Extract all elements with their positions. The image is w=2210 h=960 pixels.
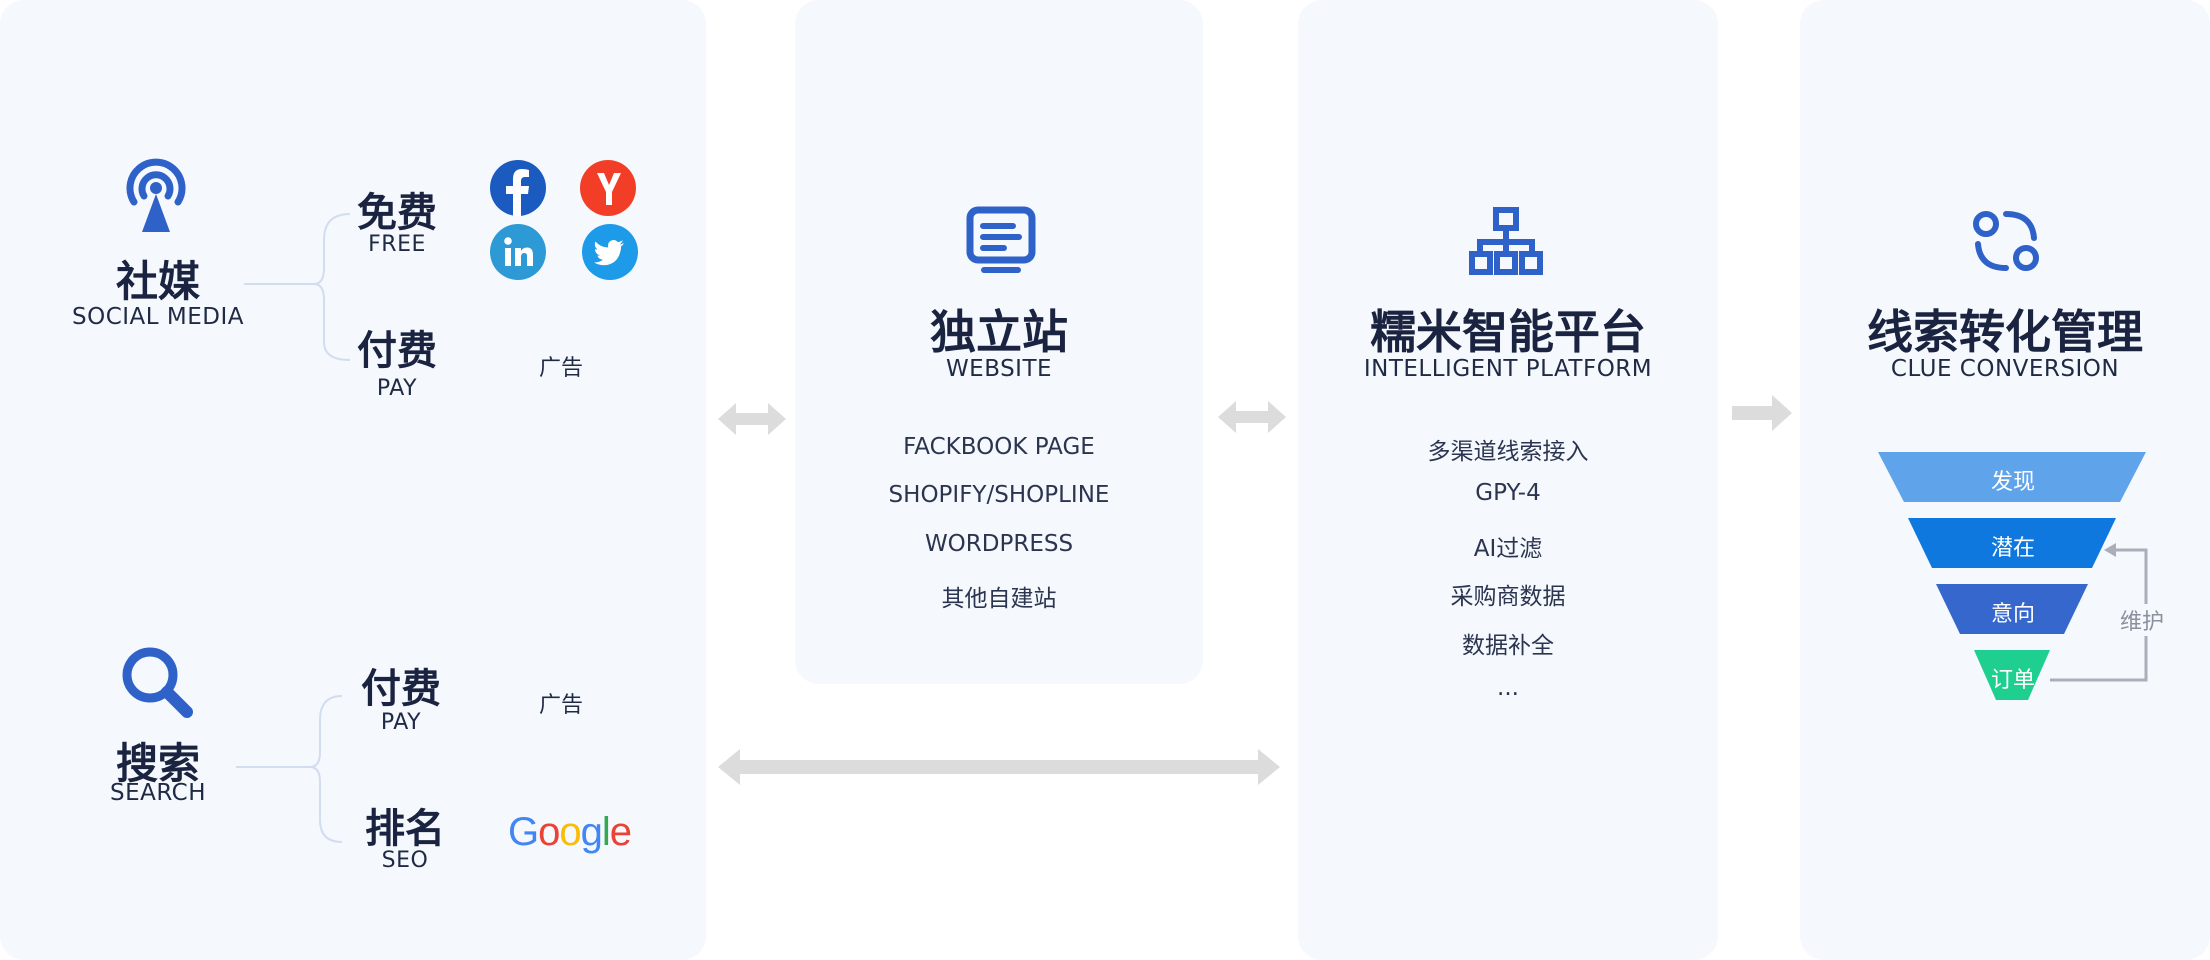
- social-title-en: SOCIAL MEDIA: [71, 304, 244, 330]
- search-title-cn: 搜索: [115, 739, 200, 788]
- platform-item-data-completion: 数据补全: [1462, 633, 1554, 659]
- monitor-icon: [966, 206, 1036, 274]
- funnel-stage-intent: [1936, 584, 2088, 634]
- social-pay-en: PAY: [376, 376, 418, 401]
- search-seo-en: SEO: [381, 848, 429, 873]
- website-item-shopify: SHOPIFY/SHOPLINE: [888, 482, 1110, 508]
- website-item-other: 其他自建站: [941, 586, 1057, 612]
- hierarchy-icon: [1469, 206, 1543, 276]
- platform-item-buyer-data: 采购商数据: [1450, 584, 1566, 610]
- google-logo: Google: [508, 810, 632, 854]
- funnel-label-potential: 潜在: [1990, 536, 2035, 561]
- sources-panel: [0, 0, 706, 960]
- conversion-icon: [1970, 206, 2042, 276]
- broadcast-icon: [120, 158, 192, 234]
- double-arrow-website-platform: [1218, 401, 1286, 433]
- social-bracket: [244, 213, 351, 361]
- search-icon: [120, 645, 194, 719]
- website-item-facebook: FACKBOOK PAGE: [903, 434, 1095, 460]
- platform-title-cn: 糯米智能平台: [1370, 305, 1646, 359]
- website-title-cn: 独立站: [930, 305, 1068, 359]
- search-pay-detail: 广告: [538, 693, 583, 718]
- funnel-label-discover: 发现: [1990, 470, 2035, 495]
- yandex-icon[interactable]: [580, 160, 636, 216]
- long-double-arrow-search-platform: [718, 749, 1280, 785]
- platform-title-en: INTELLIGENT PLATFORM: [1363, 356, 1653, 382]
- social-free-cn: 免费: [357, 190, 437, 236]
- platform-panel: [1298, 0, 1718, 960]
- funnel-label-order: 订单: [1990, 668, 2035, 693]
- funnel-stage-potential: [1908, 518, 2116, 568]
- conversion-title-en: CLUE CONVERSION: [1890, 356, 2120, 382]
- platform-item-ai-filter: AI过滤: [1473, 536, 1543, 562]
- platform-item-more: ...: [1497, 675, 1519, 701]
- conversion-funnel: [1878, 452, 2148, 700]
- social-free-en: FREE: [368, 232, 426, 257]
- conversion-title-cn: 线索转化管理: [1867, 305, 2143, 359]
- search-title-en: SEARCH: [109, 780, 207, 806]
- funnel-stage-discover: [1878, 452, 2146, 502]
- twitter-icon[interactable]: [582, 224, 638, 280]
- double-arrow-sources-website: [718, 403, 786, 435]
- platform-list: 多渠道线索接入 GPY-4 AI过滤 采购商数据 数据补全 ...: [1298, 432, 1718, 712]
- website-item-wordpress: WORDPRESS: [924, 531, 1074, 557]
- funnel-stage-order: [1974, 650, 2050, 700]
- search-pay-en: PAY: [380, 710, 422, 735]
- social-pay-detail: 广告: [538, 356, 583, 381]
- search-seo-cn: 排名: [365, 806, 445, 852]
- search-pay-cn: 付费: [361, 666, 441, 712]
- social-pay-cn: 付费: [357, 328, 437, 374]
- platform-item-gpy4: GPY-4: [1475, 480, 1541, 506]
- arrow-platform-conversion: [1732, 395, 1792, 431]
- platform-item-multichannel: 多渠道线索接入: [1427, 439, 1589, 465]
- social-title-cn: 社媒: [115, 257, 200, 306]
- linkedin-icon[interactable]: [490, 224, 546, 280]
- website-panel: [795, 0, 1203, 684]
- loop-label: 维护: [2112, 604, 2172, 636]
- website-title-en: WEBSITE: [945, 356, 1053, 382]
- website-list: FACKBOOK PAGE SHOPIFY/SHOPLINE WORDPRESS…: [795, 434, 1203, 614]
- search-bracket: [236, 695, 343, 843]
- funnel-label-intent: 意向: [1990, 602, 2035, 627]
- facebook-icon[interactable]: [490, 160, 546, 216]
